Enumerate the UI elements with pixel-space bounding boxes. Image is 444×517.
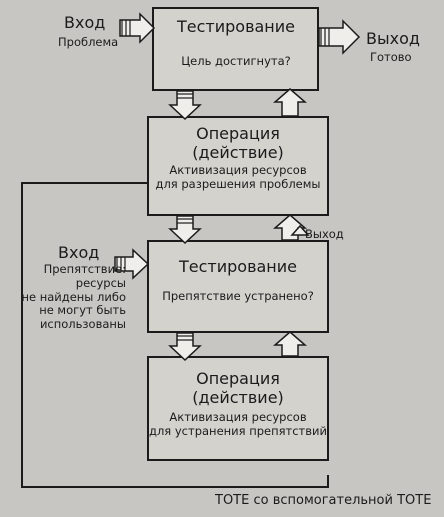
top-input-label: Вход (64, 13, 106, 32)
down-arrow-op1-to-test2 (168, 215, 202, 245)
test2-title: Тестирование (178, 257, 298, 276)
sub-input-arrow (114, 248, 150, 280)
test1-question: Цель достигнута? (181, 54, 291, 68)
figure-caption: ТОТЕ со вспомогательной ТОТЕ (215, 493, 432, 508)
operation2-title: Операция (действие) (192, 369, 284, 408)
test-box-2 (147, 240, 329, 333)
top-input-sublabel: Проблема (58, 35, 119, 49)
top-input-arrow (119, 12, 156, 44)
down-arrow-test1-to-op1 (168, 90, 202, 121)
sub-output-arrow (290, 224, 310, 236)
top-output-sublabel: Готово (370, 50, 412, 64)
top-output-label: Выход (366, 29, 420, 48)
outer-loop-connector (21, 182, 329, 488)
test1-title: Тестирование (176, 17, 296, 36)
operation1-title: Операция (действие) (192, 124, 284, 163)
test2-question: Препятствие устранено? (162, 289, 314, 303)
top-output-arrow (318, 19, 361, 55)
sub-input-sublabel: Препятствие: ресурсы не найдены либо не … (21, 262, 126, 332)
up-arrow-op2-to-test2 (272, 331, 308, 357)
down-arrow-test2-to-op2 (168, 332, 202, 362)
sub-input-label: Вход (58, 243, 100, 262)
up-arrow-op1-to-test1 (272, 88, 308, 117)
operation2-description: Активизация ресурсов для устранения преп… (149, 410, 327, 438)
operation-box-2 (147, 356, 329, 461)
sub-output-label: Выход (305, 227, 344, 241)
operation1-description: Активизация ресурсов для разрешения проб… (155, 163, 321, 191)
test-box-1 (152, 7, 319, 91)
operation-box-1 (147, 116, 329, 216)
